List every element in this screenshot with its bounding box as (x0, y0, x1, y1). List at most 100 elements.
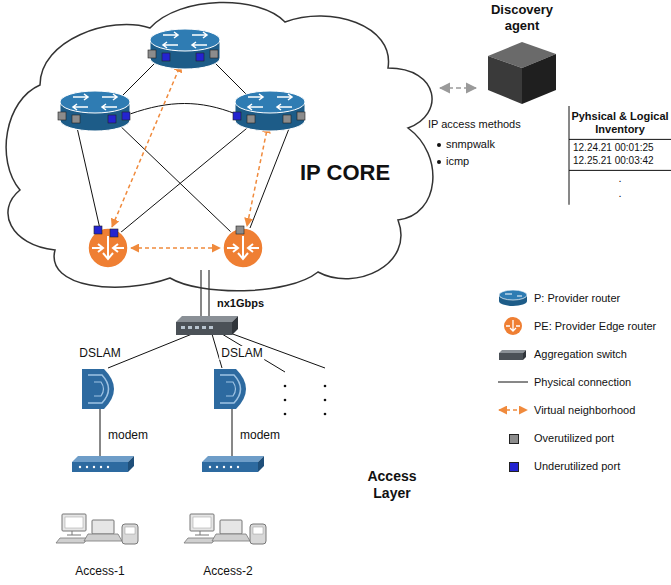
table-rule (569, 139, 671, 140)
pe-sample (506, 320, 520, 331)
label-wrap: icmp (446, 155, 469, 168)
legend-row: Physical connection (496, 376, 668, 394)
layer-label: Access Layer (357, 468, 427, 502)
router-port (283, 115, 291, 123)
continuation-dots (324, 399, 327, 402)
modem-symbol (72, 456, 134, 472)
virtual-neighborhood (247, 125, 268, 226)
aggregation-switch (209, 326, 213, 329)
list-bullet (437, 160, 441, 164)
inventory-table-grid (569, 106, 671, 205)
list-bullet (437, 143, 441, 164)
router-port (196, 53, 204, 61)
continuation-dots (284, 385, 327, 416)
table-rule (569, 170, 671, 171)
continuation-dots (284, 399, 287, 402)
device-label: modem (106, 428, 150, 442)
label-wrap: DSLAM (77, 346, 122, 360)
access-connection (100, 409, 101, 456)
legend-row: Overutilized port (496, 432, 668, 450)
label-wrap: 12.25.21 00:03:42 (573, 155, 654, 167)
router-port (210, 50, 218, 58)
table-header: Pyhsical & Logical Inventory (571, 110, 669, 136)
physical-connection (120, 124, 252, 233)
label-wrap: snmpwalk (446, 138, 495, 151)
router-port (58, 112, 66, 120)
label-wrap: . (618, 187, 621, 200)
dash-sample (499, 409, 527, 411)
legend-row: PE: Provider Edge router (496, 320, 668, 338)
site-label: Access-2 (203, 564, 252, 578)
router-port (122, 112, 130, 120)
legend-row: Aggregation switch (496, 348, 668, 366)
region-title: IP CORE (300, 160, 390, 186)
virtual-neighborhood (112, 64, 181, 227)
cube-right (522, 54, 556, 104)
switch-sample (499, 350, 526, 353)
router-sample (499, 290, 527, 300)
table-rule (569, 106, 570, 205)
physical-connection (130, 104, 236, 115)
legend-sample (496, 316, 530, 336)
pe-sample (504, 317, 522, 335)
legend-text: Virtual neighborhood (534, 404, 635, 417)
virtual-neighborhood (131, 247, 220, 249)
label-wrap: . (618, 172, 621, 185)
legend-sample (496, 344, 530, 364)
table-cell: 12.25.21 00:03:42 (573, 155, 654, 167)
label-wrap: modem (238, 428, 282, 442)
switch-sample (523, 350, 526, 360)
aggregation-switch (232, 316, 238, 335)
legend-row: Underutilized port (496, 460, 668, 478)
access-connection (100, 333, 325, 456)
physical-connection (76, 58, 292, 233)
router-sample (505, 294, 522, 296)
continuation-dots (324, 413, 327, 416)
discovery-link (440, 87, 476, 89)
router-port (72, 115, 80, 123)
dslam-symbol (82, 369, 114, 409)
aggregation-switch (176, 316, 238, 335)
site-label: Access-1 (75, 564, 124, 578)
provider-router (60, 91, 130, 131)
agent-cube (486, 40, 558, 106)
discovery-agent: Discovery agent (476, 2, 568, 106)
label-wrap: modem (106, 428, 150, 442)
table-cell: . (618, 187, 621, 200)
legend-row: P: Provider router (496, 292, 668, 310)
access-method: icmp (446, 155, 469, 168)
text-wrap: IP CORE (300, 160, 390, 186)
uplink-connection (201, 270, 202, 316)
label-wrap: IP access methods (428, 118, 521, 131)
aggregation-switch (176, 316, 238, 322)
router-port (110, 229, 118, 237)
router-port (108, 115, 116, 123)
virtual-neighborhood (112, 64, 268, 248)
ip-core-cloud: IP CORE (0, 0, 440, 294)
aggregation-switch (181, 326, 185, 329)
legend-text: Aggregation switch (534, 348, 627, 361)
cloud-outline (0, 0, 440, 294)
continuation-dots (284, 413, 287, 416)
router-port (94, 226, 102, 234)
legend-sample (496, 288, 530, 308)
aggregation-switch (188, 326, 192, 329)
modem-symbol (202, 456, 264, 472)
physical-connection (250, 121, 292, 228)
router-port (58, 50, 305, 237)
end-user-devices (56, 514, 138, 544)
end-user-devices (184, 514, 266, 544)
device-label: DSLAM (77, 346, 122, 360)
legend-text: Overutilized port (534, 432, 614, 445)
label-wrap: Access-1 (75, 564, 124, 578)
note-heading: IP access methods (428, 118, 521, 131)
legend-swatch (509, 462, 519, 472)
access-method: snmpwalk (446, 138, 495, 151)
label-wrap: Pyhsical & Logical Inventory (571, 110, 669, 136)
provider-router (235, 91, 305, 131)
label-wrap: Access-2 (203, 564, 252, 578)
legend-swatch (509, 434, 519, 444)
aggregation-switch (195, 326, 199, 329)
